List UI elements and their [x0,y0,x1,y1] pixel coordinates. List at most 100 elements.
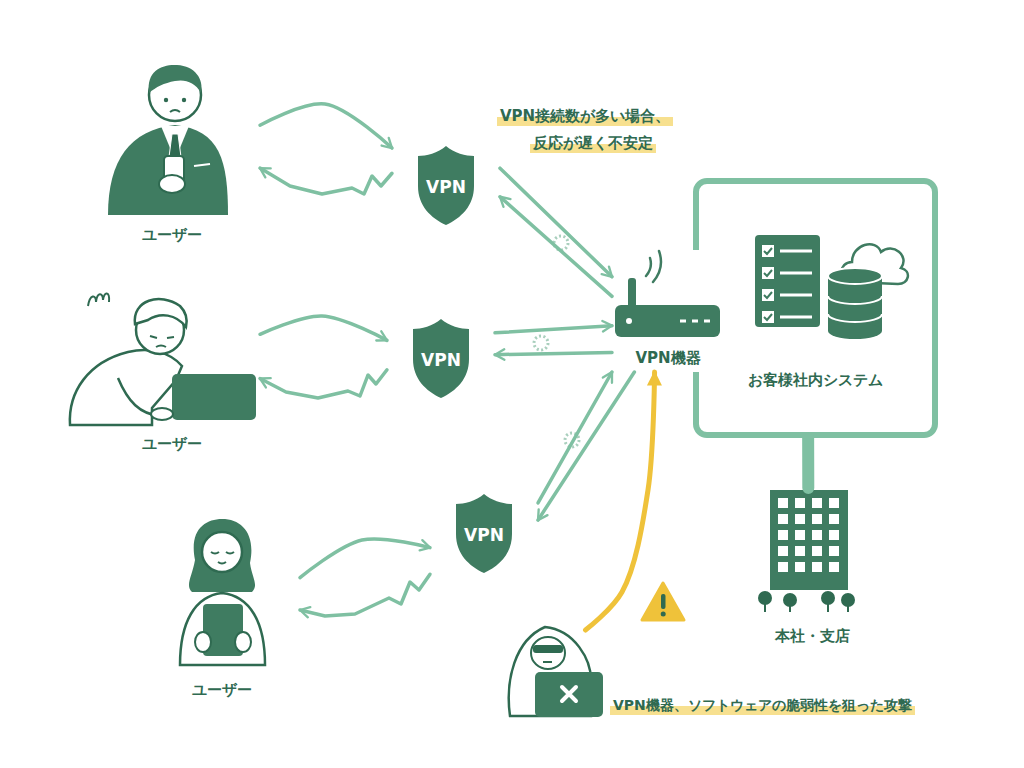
hair [149,65,202,93]
hood [509,627,591,716]
vpn-shield: VPN [430,490,538,576]
database [828,276,882,331]
office-building: 本社・支店 [760,488,865,648]
loading-spinner [534,336,548,350]
node-label: 本社・支店 [757,626,867,646]
checkmarks [764,248,772,320]
mouth [218,562,226,564]
head [202,532,242,572]
cloud [842,244,908,284]
face [531,637,565,669]
hair [189,519,255,592]
checkbox [762,311,774,323]
connector [538,372,612,503]
phone [164,156,184,188]
router-light [626,318,632,324]
hand [195,632,211,652]
connector [500,197,612,297]
tree [783,593,797,607]
shirt-collar [161,126,189,160]
connector [802,438,814,488]
eye [182,98,186,102]
connector [260,168,392,194]
internal-system-box: お客様社内システム [693,178,938,438]
user-node: ユーザー [100,55,260,250]
attacker-figure [509,627,603,717]
hand [159,175,185,193]
suit-body [108,125,228,215]
checklist [755,235,820,327]
tree [841,593,855,607]
user-figure [108,65,228,215]
tree-trunks [765,598,848,612]
body [70,350,182,425]
hair [135,299,187,327]
user-node: ユーザー [60,285,260,455]
node-label: ユーザー [112,434,232,454]
mouth [156,346,166,348]
arm [118,378,160,416]
connector [260,316,387,340]
vpn-device: VPN機器 [612,250,724,372]
checkbox [762,267,774,279]
body [180,593,265,665]
node-label: VPN機器、ソフトウェアの脆弱性を狙った攻撃 [610,695,915,715]
warning-icon [642,583,684,620]
windows [777,497,845,577]
user-node: ユーザー [160,515,300,705]
warning-dot [661,612,666,617]
connector [495,326,612,333]
router-body [615,305,720,337]
connector [495,352,612,354]
vpn-shield: VPN [392,143,500,227]
eyes [150,336,174,338]
checkbox [762,245,774,257]
node-label: VPN機器 [613,348,723,368]
note-text: 反応が遅く不安定 [530,133,656,153]
stress-mark [88,293,109,306]
sunglasses [533,645,563,653]
router-backdrop [612,250,724,372]
connector [538,372,634,520]
mouth [170,110,180,112]
mouth [543,661,552,663]
database-rings [828,296,882,322]
node-label: お客様社内システム [705,370,925,390]
building [770,490,848,590]
user-figure [70,293,256,425]
node-label: ユーザー [112,225,232,245]
tree [758,591,772,605]
note-text: VPN接続数が多い場合、 [497,106,673,126]
connector [300,574,430,616]
connector [500,168,612,277]
connector [260,370,387,398]
system-icons [755,235,908,339]
eye [164,98,168,102]
warning-bar [661,594,666,609]
router-figure [612,250,724,372]
database-bottom [828,323,882,339]
head [136,306,184,354]
warning-triangle [642,583,684,620]
pocket-line [194,164,210,166]
node-label: ユーザー [162,680,282,700]
vpn-shield: VPN [387,316,495,400]
node-label: VPN [444,525,524,545]
connector [260,104,392,148]
hand [235,632,251,652]
laptop [535,672,603,717]
hand [151,408,173,420]
attacker-node: VPN機器、ソフトウェアの脆弱性を狙った攻撃 [500,630,950,720]
tie [169,134,181,165]
connector [300,539,430,578]
checkbox [762,289,774,301]
head [149,69,201,121]
loading-spinner [565,433,579,447]
node-label: VPN [406,177,486,197]
node-label: VPN [401,350,481,370]
connector [586,372,655,630]
loading-spinner [554,236,568,250]
eyes [211,552,234,554]
tablet [203,604,243,656]
